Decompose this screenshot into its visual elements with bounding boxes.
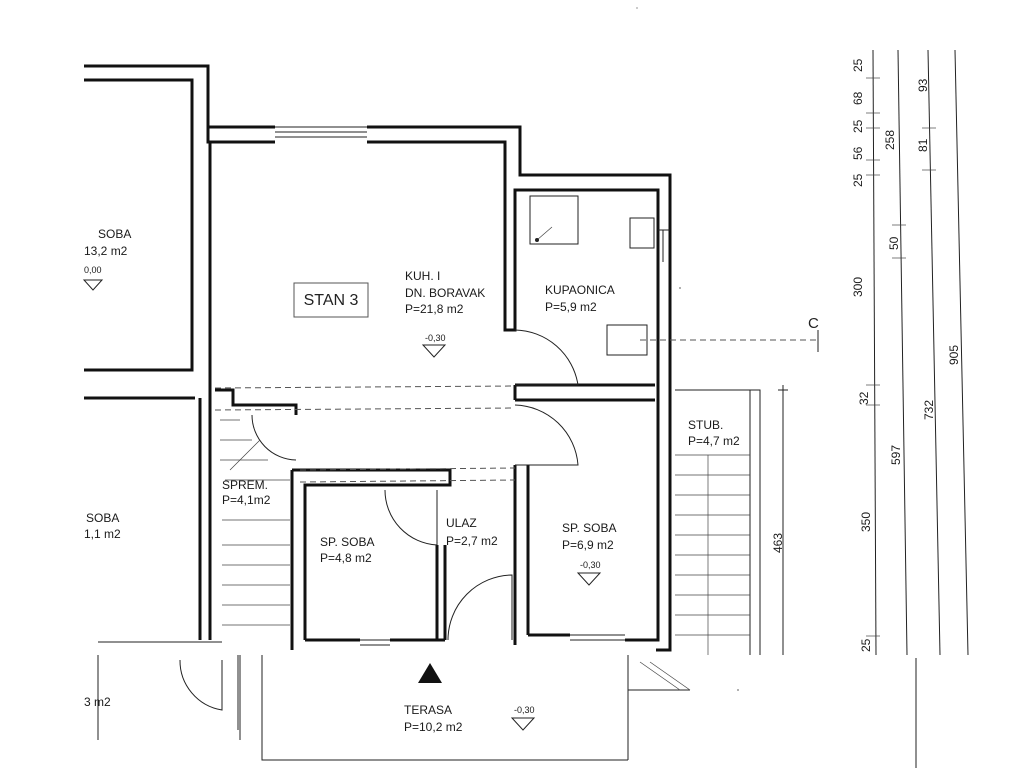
left-room-top-area: 13,2 m2 [84, 244, 128, 258]
shower-tray [529, 195, 579, 245]
kitchen-living-name-1: KUH. I [405, 269, 440, 283]
dim-col1-1: 68 [851, 91, 865, 105]
dim-col1-7: 350 [859, 512, 873, 532]
section-marker: C [808, 315, 819, 332]
level-markers [82, 279, 602, 731]
north-arrow-icon [418, 663, 442, 683]
bathroom-fixtures [529, 195, 820, 356]
terrace-name: TERASA [404, 703, 452, 717]
level-marker-icon [510, 717, 536, 731]
kitchen-living-name-2: DN. BORAVAK [405, 286, 485, 300]
unit-label-box [293, 282, 369, 318]
dim-col1-2: 25 [851, 119, 865, 133]
dim-col2-0: 258 [883, 130, 897, 150]
dim-col1-4: 25 [851, 173, 865, 187]
dim-col1-0: 25 [851, 58, 865, 72]
storage-name: SPREM. [222, 478, 268, 492]
bedroom-level: -0,30 [580, 560, 601, 570]
dim-col4-0: 905 [947, 345, 961, 365]
left-room-bottom-area: 3 m2 [84, 695, 111, 709]
entrance-area: P=2,7 m2 [446, 534, 498, 548]
entrance-name: ULAZ [446, 516, 477, 530]
unit-label: STAN 3 [304, 292, 359, 309]
apartment-walls [206, 125, 672, 652]
scan-speck [636, 7, 638, 9]
dim-stair-width: 463 [771, 533, 785, 553]
external-stairs [675, 385, 788, 655]
dashed-lines [214, 385, 516, 483]
left-room-mid-area: 1,1 m2 [84, 527, 121, 541]
dim-col1-8: 25 [859, 638, 873, 652]
storage-area: P=4,1m2 [222, 493, 271, 507]
terrace-area: P=10,2 m2 [404, 720, 463, 734]
dimension-labels: 25 68 25 56 25 300 32 350 25 258 50 597 … [771, 58, 961, 652]
level-marker-icon [82, 279, 104, 291]
washbasin [629, 217, 655, 249]
left-neighbour-walls [84, 64, 275, 740]
stairs-area: P=4,7 m2 [688, 434, 740, 448]
dim-col1-6: 32 [857, 391, 871, 405]
bathroom-name: KUPAONICA [545, 283, 615, 297]
level-marker-icon [421, 344, 447, 358]
dim-col1-3: 56 [851, 146, 865, 160]
bedroom-name: SP. SOBA [562, 521, 616, 535]
dim-col1-5: 300 [851, 277, 865, 297]
stairs-name: STUB. [688, 418, 723, 432]
scan-speck [679, 287, 681, 289]
terrace-outline [239, 655, 917, 768]
left-room-mid-name: SOBA [86, 511, 119, 525]
dim-col2-1: 50 [887, 236, 901, 250]
left-room-top-name: SOBA [98, 227, 131, 241]
dimension-chains [866, 49, 969, 656]
storage-stairs [220, 419, 290, 626]
small-bedroom-area: P=4,8 m2 [320, 551, 372, 565]
left-room-top-level: 0,00 [84, 265, 102, 275]
small-bedroom-name: SP. SOBA [320, 535, 374, 549]
dim-col3-0: 93 [916, 78, 930, 92]
bedroom-area: P=6,9 m2 [562, 538, 614, 552]
level-marker-icon [576, 572, 602, 586]
scan-speck [737, 689, 739, 691]
dim-col3-1: 81 [916, 138, 930, 152]
bathroom-area: P=5,9 m2 [545, 300, 597, 314]
kitchen-living-level: -0,30 [425, 333, 446, 343]
terrace-level: -0,30 [514, 705, 535, 715]
dim-col3-2: 732 [922, 400, 936, 420]
room-labels: KUH. I DN. BORAVAK P=21,8 m2 -0,30 KUPAO… [84, 227, 819, 734]
doors [251, 329, 579, 641]
dim-col2-2: 597 [889, 445, 903, 465]
kitchen-living-area: P=21,8 m2 [405, 302, 464, 316]
toilet [606, 324, 648, 356]
